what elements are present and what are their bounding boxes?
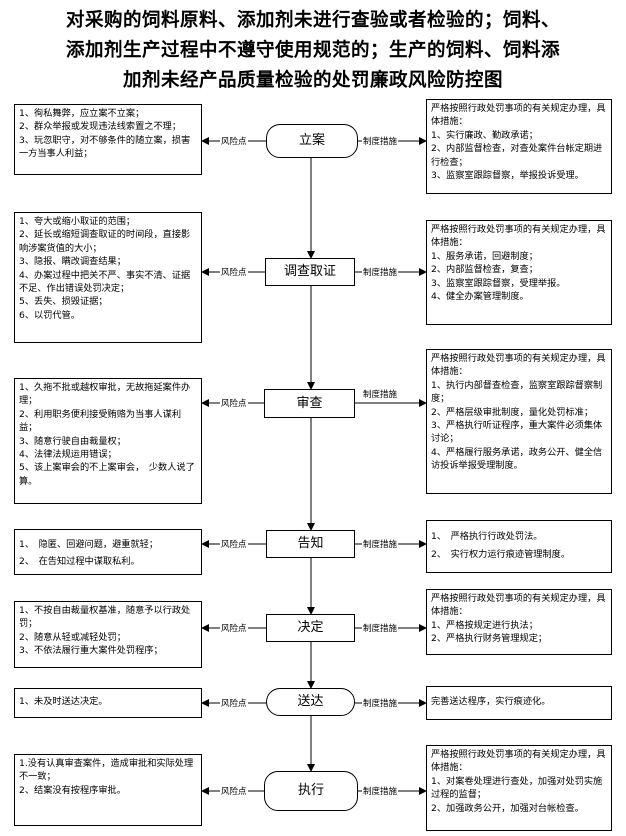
risk-label: 风险点 <box>220 399 248 410</box>
measure-box-1: 严格按照行政处罚事项的有关规定办理，具体措施： 1、实行廉政、勤政承诺； 2、内… <box>426 99 612 194</box>
risk-label: 风险点 <box>220 137 248 148</box>
risk-label: 风险点 <box>220 699 248 710</box>
measure-label: 制度措施 <box>362 390 399 401</box>
risk-label: 风险点 <box>220 624 248 635</box>
risk-label: 风险点 <box>220 540 248 551</box>
risk-box-2: 1、夸大或缩小取证的范围； 2、延长或缩短调查取证的时间段，直接影响涉案货值的大… <box>14 212 202 343</box>
risk-box-4: 1、 隐匿、回避问题，避重就轻； 2、 在告知过程中谋取私利。 <box>14 529 202 575</box>
measure-label: 制度措施 <box>362 787 399 798</box>
measure-box-2: 严格按照行政处罚事项的有关规定办理，具体措施： 1、服务承诺，回避制度； 2、内… <box>426 220 612 325</box>
step-node-6: 送达 <box>266 688 355 716</box>
measure-label: 制度措施 <box>362 624 399 635</box>
measure-label: 制度措施 <box>362 699 399 710</box>
measure-label: 制度措施 <box>362 137 399 148</box>
measure-box-7: 严格按照行政处罚事项的有关规定办理，具体措施： 1、对案卷处理进行查处，加强对处… <box>426 745 612 831</box>
risk-box-3: 1、久拖不批或越权审批，无故拖延案件办理； 2、利用职务便利接受贿赂为当事人谋利… <box>14 378 202 504</box>
title-line-3: 加剂未经产品质量检验的处罚廉政风险防控图 <box>122 70 503 91</box>
risk-box-6: 1、未及时送达决定。 <box>14 688 202 718</box>
title-line-2: 添加剂生产过程中不遵守使用规范的；生产的饲料、饲料添 <box>65 40 560 61</box>
risk-label: 风险点 <box>220 268 248 279</box>
risk-box-7: 1.没有认真审查案件，造成审批和实际处理不一致； 2、结案没有按程序审批。 <box>14 754 202 826</box>
step-node-2: 调查取证 <box>265 258 355 286</box>
measure-label: 制度措施 <box>362 540 399 551</box>
measure-box-5: 严格按照行政处罚事项的有关规定办理，具体措施： 1、严格按规定进行执法； 2、严… <box>426 589 612 655</box>
measure-box-4: 1、 严格执行行政处罚法。 2、 实行权力运行痕迹管理制度。 <box>426 520 612 573</box>
risk-box-5: 1、不按自由裁量权基准，随意予以行政处罚； 2、随意从轻或减轻处罚； 3、不依法… <box>14 601 202 668</box>
measure-box-6: 完善送达程序，实行痕迹化。 <box>426 686 612 720</box>
step-node-5: 决定 <box>266 614 355 642</box>
step-node-4: 告知 <box>266 530 355 558</box>
risk-box-1: 1、徇私舞弊，应立案不立案； 2、群众举报或发现违法线索置之不理； 3、玩忽职守… <box>14 104 202 175</box>
step-node-7: 执行 <box>264 771 358 811</box>
measure-box-3: 严格按照行政处罚事项的有关规定办理，具体措施： 1、执行内部督查检查，监察室跟踪… <box>426 349 612 494</box>
risk-label: 风险点 <box>220 787 248 798</box>
measure-label: 制度措施 <box>362 268 399 279</box>
title-line-1: 对采购的饲料原料、添加剂未进行查验或者检验的；饲料、 <box>65 10 560 31</box>
step-node-3: 审查 <box>264 389 355 418</box>
step-node-1: 立案 <box>266 124 358 158</box>
